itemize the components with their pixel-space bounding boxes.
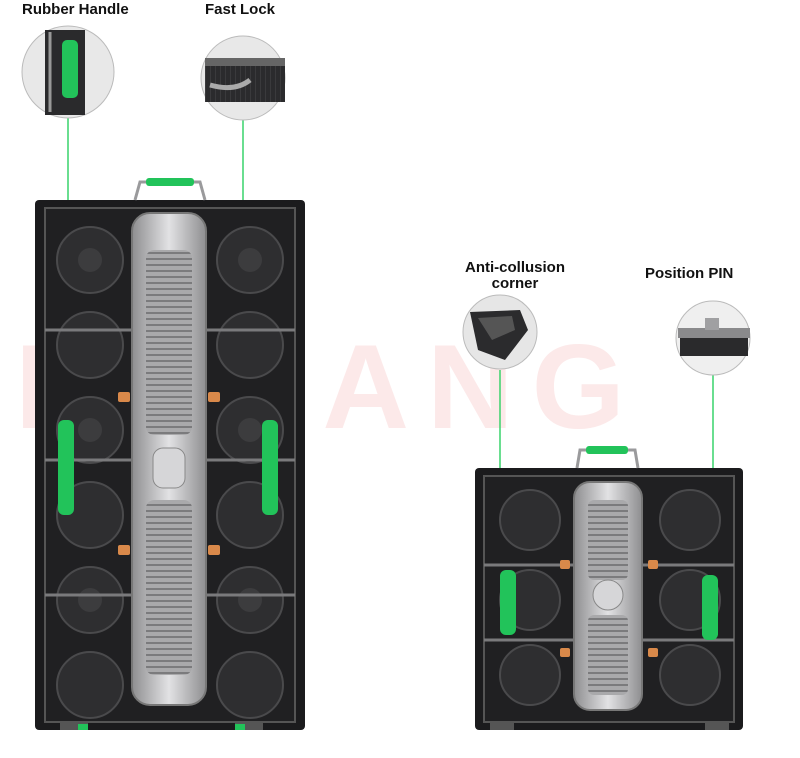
detail-anti-collision-corner (462, 294, 538, 370)
anti-collusion-line1: Anti-collusion (465, 259, 565, 276)
fast-lock-label: Fast Lock (205, 1, 276, 18)
position-pin-label: Position PIN (645, 265, 734, 282)
rubber-handle-label: Rubber Handle (22, 1, 129, 18)
anti-collusion-line2: corner (491, 275, 539, 292)
detail-fast-lock (200, 35, 286, 121)
detail-position-pin (675, 300, 751, 376)
anti-collusion-corner-label: Anti-collusion corner (455, 260, 575, 292)
small-cabinet (475, 446, 743, 730)
large-cabinet (35, 178, 305, 730)
detail-rubber-handle (21, 25, 115, 119)
